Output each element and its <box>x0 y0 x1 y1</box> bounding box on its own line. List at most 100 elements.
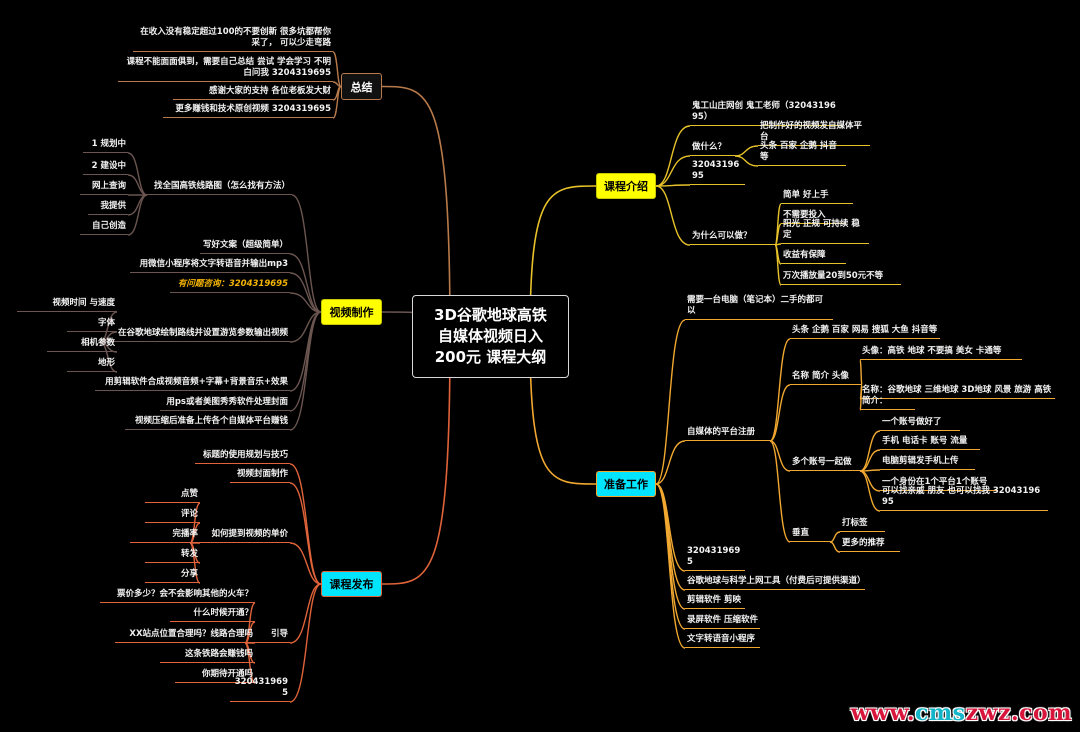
leaf-topic[interactable]: 票价多少？会不会影响其他的火车？ <box>100 589 255 603</box>
leaf-topic[interactable]: 感谢大家的支持 各位老板发大财 <box>173 86 333 100</box>
subtopic[interactable]: 名称 简介 头像 <box>790 371 862 385</box>
connector-line <box>289 311 322 431</box>
leaf-topic[interactable]: 3204319695 <box>690 160 745 185</box>
subtopic[interactable]: 多个账号一起做 <box>790 457 860 471</box>
leaf-topic[interactable]: 手机 电话卡 账号 流量 <box>880 436 980 450</box>
leaf-topic[interactable]: 自己创造 <box>80 221 128 235</box>
leaf-topic[interactable]: 视频封面制作 <box>230 469 290 483</box>
leaf-topic[interactable]: 在收入没有稳定超过100的不要创新 很多坑都帮你采了， 可以少走弯路 <box>133 27 333 52</box>
connector-line <box>655 125 691 187</box>
topic-summary[interactable]: 总结 <box>341 73 382 100</box>
leaf-topic[interactable]: 电脑剪辑发手机上传 <box>880 456 975 470</box>
connector-line <box>289 311 322 343</box>
leaf-topic[interactable]: 收益有保障 <box>781 250 846 264</box>
leaf-topic[interactable]: 我提供 <box>88 201 128 215</box>
central-topic-line-3: 200元 课程大纲 <box>434 348 547 366</box>
leaf-topic[interactable]: 头像：高铁 地球 不要搞 美女 卡通等 <box>860 346 1022 360</box>
subtopic[interactable]: 引导 <box>245 629 290 643</box>
leaf-topic[interactable]: 一个身份在1个平台1个账号 <box>880 477 998 491</box>
leaf-topic[interactable]: 转发 <box>145 549 200 563</box>
central-topic-line-2: 自媒体视频日入 <box>437 327 543 345</box>
subtopic[interactable]: 自媒体的平台注册 <box>685 427 770 441</box>
leaf-topic[interactable]: 头条 企鹅 百家 网易 搜狐 大鱼 抖音等 <box>790 325 940 339</box>
leaf-topic[interactable]: 1 规划中 <box>83 139 128 153</box>
leaf-topic[interactable]: 更多赚钱和技术原创视频 3204319695 <box>163 104 333 118</box>
leaf-topic[interactable]: 把制作好的视频发自媒体平台 <box>758 121 870 146</box>
watermark-part: www. <box>850 700 915 726</box>
connector-line <box>769 384 791 442</box>
subtopic[interactable]: 如何提到视频的单价 <box>190 529 290 543</box>
leaf-topic[interactable]: 谷歌地球与科学上网工具（付费后可提供渠道） <box>685 576 866 590</box>
main-branch-line <box>381 85 451 337</box>
leaf-topic[interactable]: 标题的使用规划与技巧 <box>195 450 290 464</box>
leaf-topic[interactable]: 地形 <box>67 358 117 372</box>
leaf-topic[interactable]: 更多的推荐 <box>840 538 900 552</box>
connector-line <box>127 194 148 236</box>
connector-line <box>655 155 691 187</box>
leaf-topic[interactable]: 写好文案（超级简单） <box>200 240 290 254</box>
topic-publish[interactable]: 课程发布 <box>321 571 382 597</box>
leaf-topic[interactable]: 不需要投入 <box>781 210 846 224</box>
leaf-topic[interactable]: 剪辑软件 剪映 <box>685 595 745 609</box>
leaf-topic[interactable]: 打标签 <box>840 518 885 532</box>
leaf-topic[interactable]: 用微信小程序将文字转语音并输出mp3 <box>130 259 290 273</box>
topic-video-production[interactable]: 视频制作 <box>321 299 382 325</box>
leaf-topic[interactable]: XX站点位置合理吗？线路合理吗 <box>115 629 255 643</box>
connector-line <box>332 85 342 119</box>
connector-line <box>734 155 759 167</box>
leaf-topic[interactable]: 完播率 <box>130 529 200 543</box>
topic-preparation[interactable]: 准备工作 <box>596 471 656 497</box>
connector-line <box>655 184 691 187</box>
leaf-topic[interactable]: 录屏软件 压缩软件 <box>685 615 760 629</box>
leaf-topic[interactable]: 2 建设中 <box>83 161 128 175</box>
subtopic[interactable]: 做什么？ <box>690 142 735 156</box>
leaf-topic[interactable]: 字体 <box>67 318 117 332</box>
leaf-topic[interactable]: 鬼工山庄网创 鬼工老师（3204319695） <box>690 101 842 126</box>
leaf-topic[interactable]: 有问题咨询：3204319695 <box>170 279 290 293</box>
leaf-topic[interactable]: 分享 <box>145 569 200 583</box>
subtopic[interactable]: 在谷歌地球绘制路线并设置游览参数输出视频 <box>100 328 290 342</box>
connector-line <box>244 642 256 684</box>
subtopic[interactable]: 垂直 <box>790 528 830 542</box>
connector-line <box>189 542 201 584</box>
connector-line <box>289 292 322 313</box>
leaf-topic[interactable]: 简介： <box>860 396 915 410</box>
leaf-topic[interactable]: 评论 <box>145 509 200 523</box>
leaf-topic[interactable]: 用剪辑软件合成视频音频+字幕+背景音乐+效果 <box>95 377 290 391</box>
leaf-topic[interactable]: 需要一台电脑（笔记本）二手的都可以 <box>685 295 833 320</box>
main-branch-line <box>381 335 451 585</box>
leaf-topic[interactable]: 点赞 <box>145 489 200 503</box>
leaf-topic[interactable]: 头条 百家 企鹅 抖音等 <box>758 141 846 166</box>
topic-course-intro[interactable]: 课程介绍 <box>596 173 656 199</box>
leaf-topic[interactable]: 简单 好上手 <box>781 190 853 204</box>
leaf-topic[interactable]: 一个账号做好了 <box>880 417 960 431</box>
leaf-topic[interactable]: 阳光 正规 可持续 稳定 <box>781 219 869 244</box>
leaf-topic[interactable]: 这条铁路会赚钱吗 <box>160 649 255 663</box>
leaf-topic[interactable]: 相机参数 <box>47 338 117 352</box>
leaf-topic[interactable]: 什么时候开通？ <box>170 608 255 622</box>
leaf-topic[interactable]: 视频时间 与速度 <box>17 298 117 312</box>
leaf-topic[interactable]: 课程不能面面俱到，需要自己总结 尝试 学会学习 不明白问我 3204319695 <box>118 57 333 82</box>
connector-line <box>127 152 148 196</box>
leaf-topic[interactable]: 你期待开通吗 <box>175 669 255 683</box>
leaf-topic[interactable]: 3204319695 <box>230 677 290 702</box>
subtopic[interactable]: 找全国高铁线路图（怎么找有方法） <box>147 181 292 195</box>
leaf-topic[interactable]: 万次播放量20到50元不等 <box>781 271 901 285</box>
leaf-topic[interactable]: 文字转语音小程序 <box>685 634 760 648</box>
watermark-logo: www.cmszwz.com <box>851 700 1072 726</box>
connector-line <box>859 470 881 512</box>
leaf-topic[interactable]: 视频压缩后准备上传各个自媒体平台赚钱 <box>125 416 290 430</box>
central-topic-line-1: 3D谷歌地球高铁 <box>434 306 547 324</box>
subtopic[interactable]: 为什么可以做？ <box>690 231 775 245</box>
leaf-topic[interactable]: 用ps或者美图秀秀软件处理封面 <box>160 397 290 411</box>
leaf-topic[interactable]: 网上查询 <box>80 181 128 195</box>
leaf-topic[interactable]: 3204319695 <box>685 546 745 571</box>
central-topic[interactable]: 3D谷歌地球高铁 自媒体视频日入 200元 课程大纲 <box>412 295 569 378</box>
connector-line <box>289 253 322 313</box>
connector-line <box>127 194 148 216</box>
leaf-topic[interactable]: 名称：谷歌地球 三维地球 3D地球 风景 旅游 高铁 <box>860 385 1055 399</box>
connector-line <box>289 542 322 585</box>
watermark-part: zwz.com <box>965 700 1072 726</box>
leaf-topic[interactable]: 可以找亲戚 朋友 也可以找我 3204319695 <box>880 486 1048 511</box>
connector-line <box>289 583 322 703</box>
